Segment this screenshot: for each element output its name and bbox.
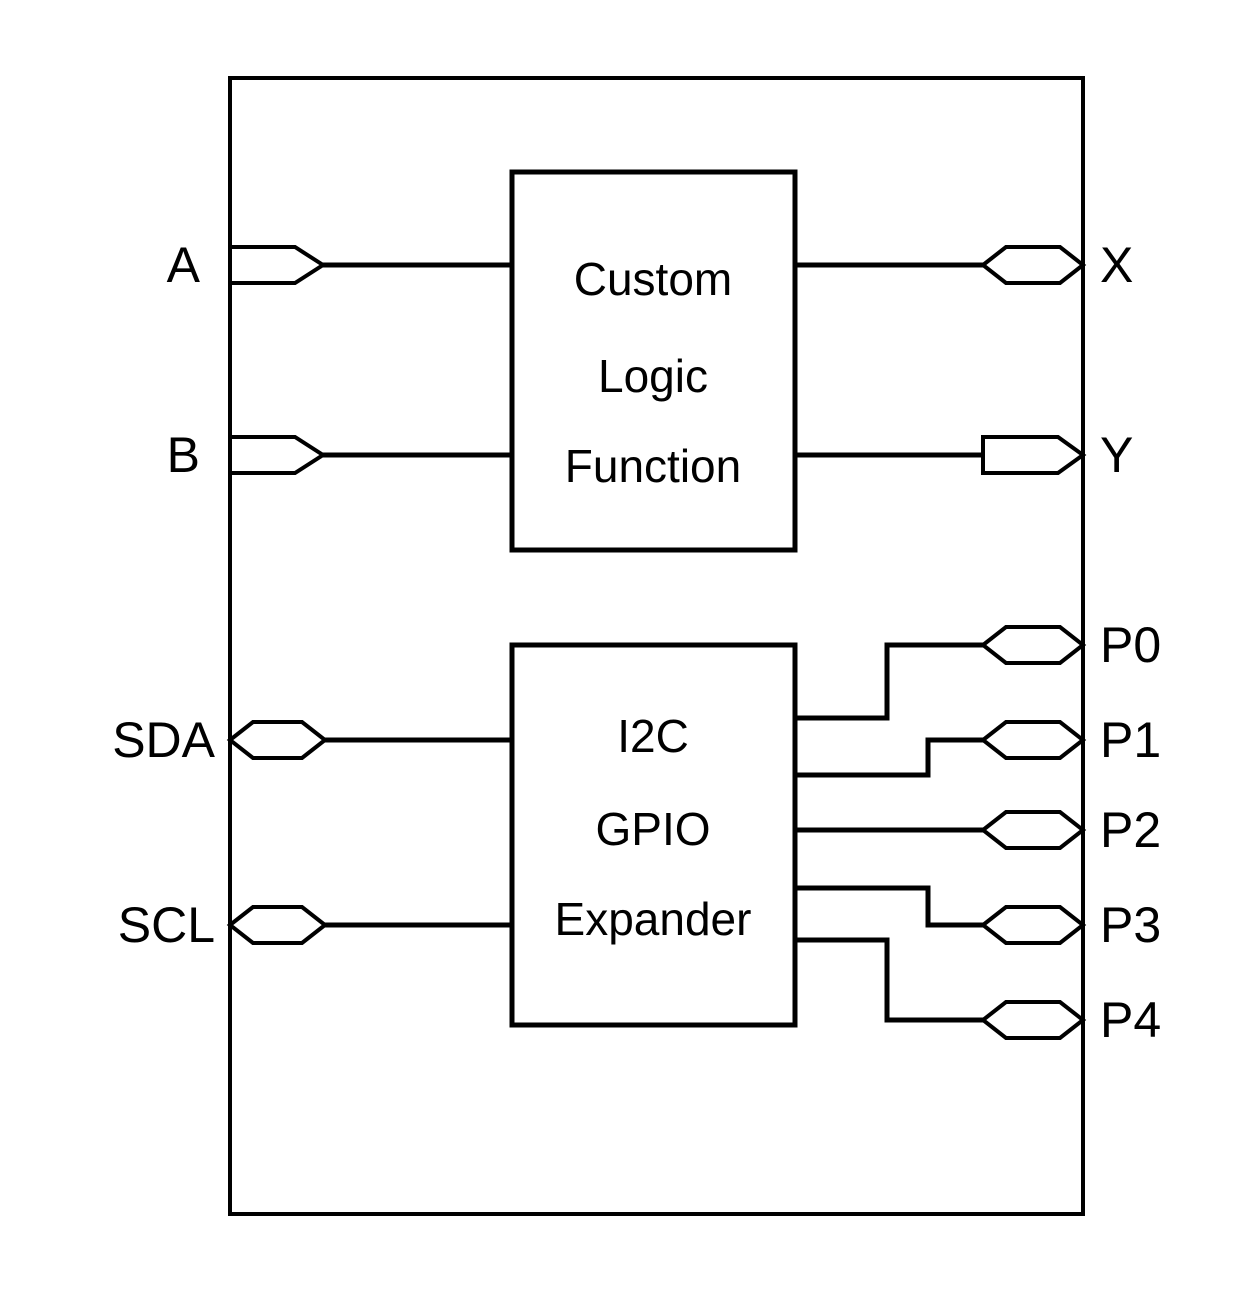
- pin-p1-symbol: [979, 720, 1087, 760]
- pin-p2-label: P2: [1100, 802, 1161, 858]
- pin-p0-symbol: [979, 625, 1087, 665]
- pin-p3-symbol: [979, 905, 1087, 945]
- pin-b-symbol: [228, 435, 327, 475]
- pin-p0-label: P0: [1100, 617, 1161, 673]
- pin-sda-label: SDA: [112, 712, 215, 768]
- pin-y-symbol: [981, 435, 1087, 475]
- gpio-expander-label-line1: I2C: [617, 710, 689, 762]
- wire-p0: [795, 642, 985, 721]
- pin-p4-label: P4: [1100, 992, 1161, 1048]
- wire-p1: [795, 737, 985, 778]
- gpio-expander-label-line3: Expander: [555, 893, 752, 945]
- pin-p1-label: P1: [1100, 712, 1161, 768]
- pin-p3-label: P3: [1100, 897, 1161, 953]
- pin-x-symbol: [979, 245, 1087, 285]
- gpio-expander-block: [509, 642, 798, 1028]
- pin-sda-symbol: [226, 720, 329, 760]
- pin-p4-symbol: [979, 1000, 1087, 1040]
- custom-logic-block: [509, 169, 798, 553]
- custom-logic-label-line3: Function: [565, 440, 741, 492]
- pin-p2-symbol: [979, 810, 1087, 850]
- pin-scl-symbol: [226, 905, 329, 945]
- wire-p4: [795, 937, 985, 1023]
- pin-x-label: X: [1100, 237, 1133, 293]
- custom-logic-label-line1: Custom: [574, 253, 732, 305]
- pin-b-label: B: [167, 427, 200, 483]
- gpio-expander-label-line2: GPIO: [595, 803, 710, 855]
- pin-scl-label: SCL: [118, 897, 215, 953]
- pin-y-label: Y: [1100, 427, 1133, 483]
- wire-p3: [795, 885, 985, 928]
- pin-a-label: A: [167, 237, 201, 293]
- custom-logic-label-line2: Logic: [598, 350, 708, 402]
- pin-a-symbol: [228, 245, 327, 285]
